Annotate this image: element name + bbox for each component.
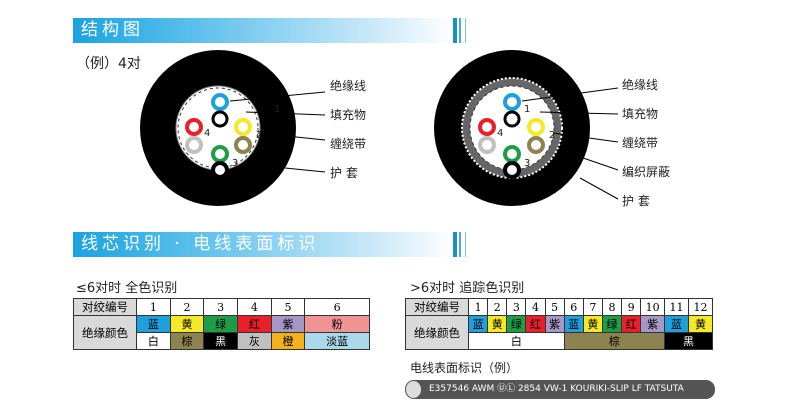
pair-number: 3	[524, 158, 531, 169]
color-cell: 棕	[169, 332, 205, 350]
color-cell: 紫	[544, 315, 565, 333]
color-cell: 红	[525, 315, 546, 333]
header-cell: 绝缘颜色	[73, 315, 137, 350]
color-cell: 蓝	[563, 315, 584, 333]
color-cell: 淡蓝	[304, 332, 370, 350]
header-cell: 对绞编号	[405, 298, 469, 316]
pair-number-cell: 6	[563, 298, 584, 316]
pair-number-cell: 6	[304, 298, 370, 316]
pair-number-cell: 9	[620, 298, 642, 316]
section-title: 结构图	[81, 20, 144, 40]
pair-number-cell: 4	[237, 298, 272, 316]
pair-number: 4	[497, 128, 504, 139]
color-cell: 紫	[640, 315, 666, 333]
section-title: 线芯识别 · 电线表面标识	[81, 234, 320, 254]
pair-number: 3	[232, 158, 239, 169]
example-label: （例）4对	[76, 56, 141, 72]
pair-number-cell: 10	[640, 298, 666, 316]
pair-number-cell: 11	[664, 298, 689, 316]
pair-number-cell: 2	[487, 298, 508, 316]
color-cell: 黄	[169, 315, 205, 333]
tracer-cell: 黑	[664, 332, 713, 350]
section-header-identification: 线芯识别 · 电线表面标识	[73, 232, 475, 257]
label-braided-shield: 编织屏蔽	[622, 165, 671, 179]
pair-number: 1	[274, 104, 281, 115]
pair-number: 2	[256, 130, 263, 141]
color-cell: 粉	[304, 315, 370, 333]
color-cell: 红	[620, 315, 642, 333]
color-cell: 紫	[270, 315, 306, 333]
table2-caption: >6对时 追踪色识别	[410, 281, 525, 296]
decorative-stripes	[453, 18, 473, 43]
label-filler: 填充物	[330, 108, 367, 122]
decorative-stripes	[453, 232, 473, 257]
color-cell: 红	[237, 315, 272, 333]
pair-number-cell: 3	[506, 298, 527, 316]
color-cell: 黄	[582, 315, 603, 333]
table1-caption: ≤6对时 全色识别	[76, 281, 178, 296]
header-cell: 绝缘颜色	[405, 315, 469, 350]
cable-cross-section-1	[140, 50, 326, 206]
color-cell: 蓝	[664, 315, 689, 333]
marking-text: E357546 AWM ⓊⓁ 2854 VW-1 KOURIKI-SLIP LF…	[429, 384, 684, 413]
color-cell: 绿	[601, 315, 623, 333]
wire-end	[406, 381, 421, 398]
pair-number-cell: 1	[467, 298, 489, 316]
label-jacket: 护 套	[330, 166, 358, 180]
color-cell: 白	[136, 332, 171, 350]
color-cell: 绿	[203, 315, 239, 333]
label-insulated-wire: 绝缘线	[622, 78, 659, 92]
label-filler: 填充物	[622, 107, 659, 121]
pair-number-cell: 3	[203, 298, 239, 316]
pair-number-cell: 2	[169, 298, 205, 316]
cable-cross-section-2	[434, 50, 619, 206]
pair-number: 2	[549, 130, 556, 141]
color-cell: 黄	[487, 315, 508, 333]
pair-number-cell: 1	[136, 298, 171, 316]
label-jacket: 护 套	[622, 194, 650, 208]
pair-number: 4	[204, 128, 211, 139]
color-cell: 灰	[237, 332, 272, 350]
pair-number: 1	[524, 104, 531, 115]
cable-diagrams	[140, 50, 619, 206]
color-cell: 橙	[270, 332, 306, 350]
tracer-cell: 棕	[563, 332, 666, 350]
color-cell: 绿	[506, 315, 527, 333]
table-row: 白棕黑灰橙淡蓝	[74, 332, 370, 350]
label-wrapping-tape: 缠绕带	[622, 136, 659, 150]
pair-number-cell: 4	[525, 298, 546, 316]
pair-number-cell: 5	[270, 298, 306, 316]
pair-number-cell: 12	[687, 298, 714, 316]
table-row: 白棕黑	[406, 332, 713, 350]
color-cell: 黑	[203, 332, 239, 350]
pair-number-cell: 5	[544, 298, 565, 316]
label-insulated-wire: 绝缘线	[330, 79, 367, 93]
header-cell: 对绞编号	[73, 298, 137, 316]
pair-number-cell: 8	[601, 298, 623, 316]
tracer-cell: 白	[468, 332, 565, 350]
color-cell: 黄	[687, 315, 714, 333]
section-header-structure: 结构图	[73, 18, 475, 43]
color-cell: 蓝	[136, 315, 171, 333]
pair-number-cell: 7	[582, 298, 603, 316]
color-cell: 蓝	[467, 315, 489, 333]
table-row: 绝缘颜色蓝黄绿红紫粉	[73, 315, 370, 350]
table-row: 绝缘颜色蓝黄绿红紫蓝黄绿红紫蓝黄	[405, 315, 714, 350]
marking-caption: 电线表面标识（例）	[410, 361, 519, 375]
wire-marking-strip: E357546 AWM ⓊⓁ 2854 VW-1 KOURIKI-SLIP LF…	[405, 380, 715, 413]
label-wrapping-tape: 缠绕带	[330, 137, 367, 151]
